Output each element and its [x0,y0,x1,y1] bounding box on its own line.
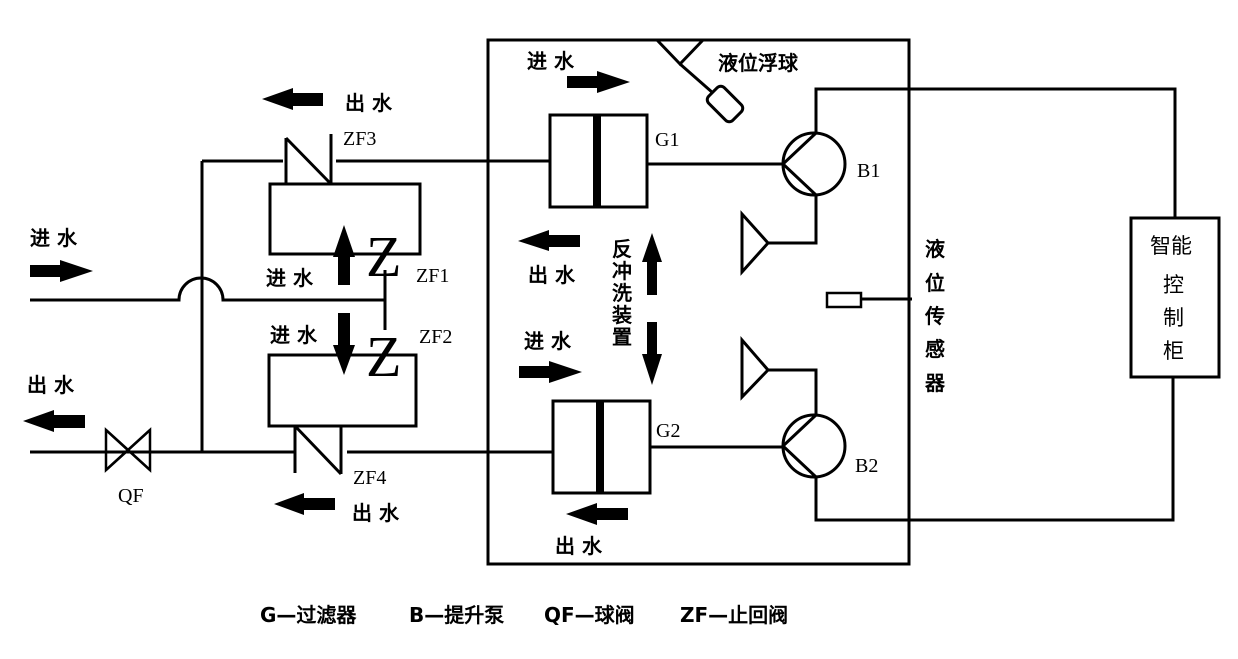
filter-g2-icon [551,399,652,495]
float-ball-icon [655,38,745,124]
legend-item: ZF—止回阀 [680,603,788,627]
inlet-pipe [30,276,385,302]
pump-b1-icon [780,131,847,197]
pump-b2-icon [780,413,847,479]
control-cabinet-label: 智能 控 制 柜 [1150,234,1192,363]
level-sensor-icon [825,291,863,309]
pump-station-box [486,38,911,566]
qf-label: QF [118,485,144,507]
svg-text:液: 液 [925,237,946,261]
svg-text:位: 位 [925,271,945,295]
arrow-left-icon [274,493,335,515]
svg-text:置: 置 [612,325,632,349]
check-valve-zf3-icon [284,134,333,186]
g1-label: G1 [655,129,679,151]
svg-text:冲: 冲 [612,259,632,283]
outlet-label: 出 水 [555,534,603,558]
b1-intake-icon [740,210,771,276]
outlet-label: 出 水 [345,91,393,115]
zf2-symbol: Z [366,324,401,389]
outlet-label: 出 水 [352,501,400,525]
legend-item: G—过滤器 [260,603,357,627]
arrow-right-icon [567,71,630,93]
control-cabinet [1129,216,1221,379]
g2-label: G2 [656,420,680,442]
inlet-label: 进 水 [30,226,78,250]
filter-g1-icon [548,113,649,209]
svg-text:制: 制 [1163,306,1184,330]
svg-text:反: 反 [612,237,632,261]
inlet-label: 进 水 [524,329,572,353]
svg-text:装: 装 [611,303,632,327]
inlet-label: 进 水 [270,323,318,347]
svg-text:控: 控 [1163,273,1184,297]
arrow-left-icon [262,88,323,110]
zf3-label: ZF3 [343,128,376,150]
check-valve-zf4-icon [293,424,343,476]
svg-text:柜: 柜 [1163,339,1184,363]
arrow-left-icon [518,230,580,251]
b1-control-wire [814,87,1177,218]
b2-intake-icon [740,335,771,401]
inlet-label: 进 水 [266,266,314,290]
b1-suction-line [768,195,818,245]
arrow-down-icon [333,313,355,375]
arrow-right-icon [30,260,93,282]
arrow-down-icon [642,322,662,385]
svg-text:智能: 智能 [1150,234,1192,258]
legend-item: QF—球阀 [544,603,635,627]
b2-label: B2 [855,455,878,477]
outlet-label: 出 水 [27,373,75,397]
inlet-label: 进 水 [527,49,575,73]
backwash-label: 反 冲 洗 装 置 [611,237,632,349]
b1-label: B1 [857,160,880,182]
svg-text:器: 器 [924,371,946,395]
arrow-left-icon [566,503,628,525]
legend: G—过滤器 B—提升泵 QF—球阀 ZF—止回阀 [260,603,788,627]
ball-valve-qf-icon [104,427,152,473]
svg-text:洗: 洗 [612,281,632,305]
arrow-up-icon [333,225,355,285]
arrow-right-icon [519,361,582,383]
b2-suction-line [768,368,818,415]
float-ball-label: 液位浮球 [718,51,799,75]
svg-text:感: 感 [925,337,945,361]
zf2-label: ZF2 [419,326,452,348]
legend-item: B—提升泵 [409,603,504,627]
outlet-label: 出 水 [528,263,576,287]
level-sensor-label: 液 位 传 感 器 [924,237,946,395]
zf1-symbol: Z [366,224,401,289]
arrow-left-icon [23,410,85,432]
b2-control-wire [814,377,1175,522]
zf4-label: ZF4 [353,467,386,489]
zf1-label: ZF1 [416,265,449,287]
arrow-up-icon [642,233,662,295]
svg-text:传: 传 [924,304,945,328]
